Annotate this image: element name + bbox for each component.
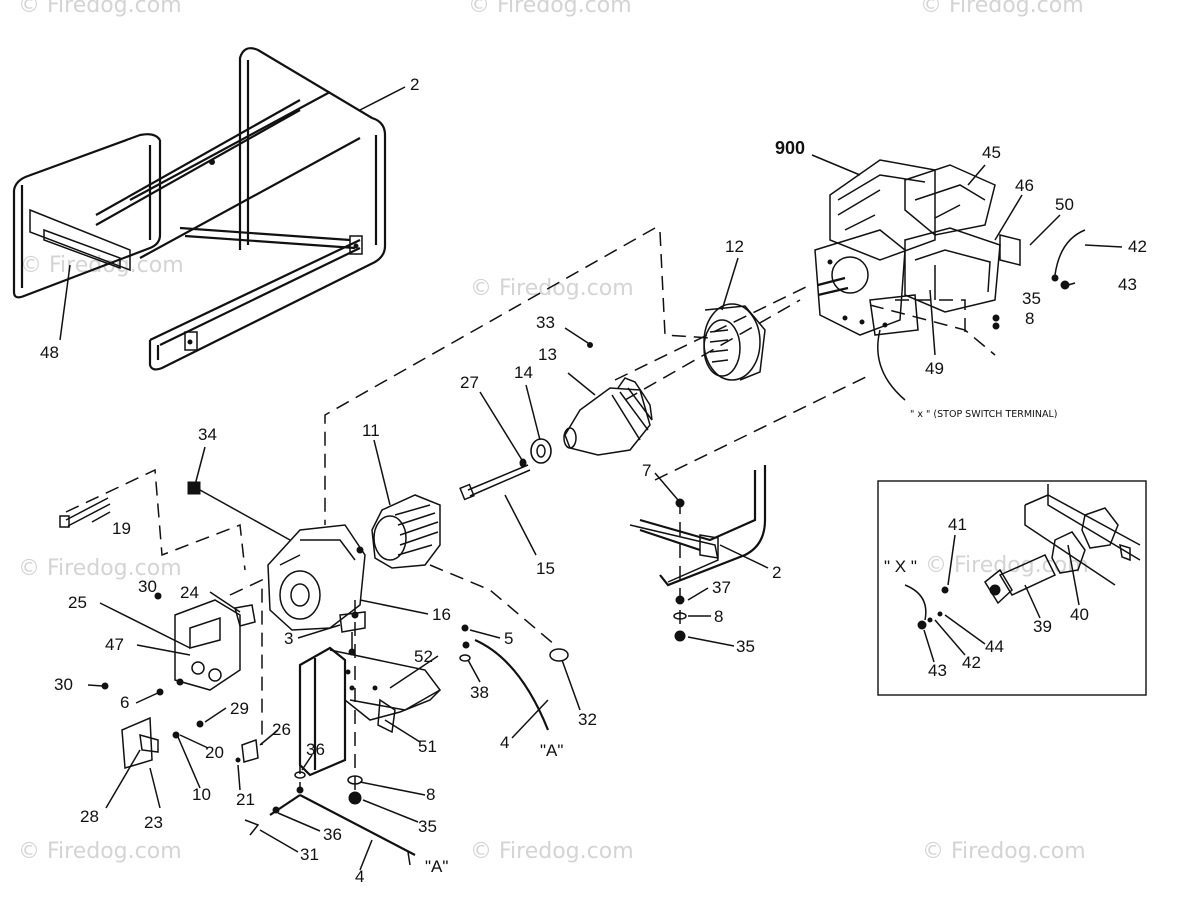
watermark: © Firedog.com <box>18 839 182 864</box>
callout-2-frame: 2 <box>410 75 419 94</box>
watermark: © Firedog.com <box>470 276 634 301</box>
watermark: © Firedog.com <box>470 839 634 864</box>
cradle-51 <box>298 646 442 777</box>
callout-21: 21 <box>236 790 255 809</box>
callout-2-bottom: 2 <box>772 563 781 582</box>
callout-44: 44 <box>985 637 1004 656</box>
callout-49: 49 <box>925 359 944 378</box>
callout-4-upper: 4 <box>500 733 509 752</box>
callout-41: 41 <box>948 515 967 534</box>
callout-42: 42 <box>1128 237 1147 256</box>
wire-4-lower <box>244 794 416 866</box>
outlet-24 <box>234 604 256 627</box>
callout-47: 47 <box>105 635 124 654</box>
callout-39: 39 <box>1033 617 1052 636</box>
callout-10: 10 <box>192 785 211 804</box>
alignment-lines <box>65 227 996 790</box>
callout-33: 33 <box>536 313 555 332</box>
watermark-layer: © Firedog.com © Firedog.com © Firedog.co… <box>18 0 1089 864</box>
engine-900 <box>814 159 1086 401</box>
callout-38: 38 <box>470 683 489 702</box>
plug-32 <box>549 648 569 662</box>
stator-11 <box>371 494 441 569</box>
inset-labels: 41 " X " 40 39 44 43 42 <box>884 515 1089 680</box>
bracket-26 <box>235 738 259 763</box>
bracket-3 <box>339 611 366 656</box>
ref-a-upper: "A" <box>540 741 563 760</box>
stop-switch-terminal-note: " x " (STOP SWITCH TERMINAL) <box>910 409 1057 420</box>
callout-8-low: 8 <box>426 785 435 804</box>
callout-35-mid: 35 <box>736 637 755 656</box>
callout-35-low: 35 <box>418 817 437 836</box>
frame-bottom-2 <box>629 465 767 642</box>
engine-adapter-12 <box>703 303 766 381</box>
x-marker: " X " <box>884 557 917 576</box>
receptacle-23 <box>121 716 204 769</box>
callout-6: 6 <box>120 693 129 712</box>
watermark: © Firedog.com <box>18 556 182 581</box>
callout-40: 40 <box>1070 605 1089 624</box>
frame-assembly-2 <box>12 47 387 371</box>
callout-32: 32 <box>578 710 597 729</box>
callout-52: 52 <box>414 647 433 666</box>
callout-11: 11 <box>362 421 380 440</box>
callout-28: 28 <box>80 807 99 826</box>
callout-15: 15 <box>536 559 555 578</box>
watermark: © Firedog.com <box>922 839 1086 864</box>
callout-12: 12 <box>725 237 744 256</box>
callout-4-lower: 4 <box>355 867 364 886</box>
callout-31: 31 <box>300 845 319 864</box>
lower-hardware <box>294 771 363 805</box>
end-bell-16 <box>267 524 366 631</box>
callout-36-lower: 36 <box>323 825 342 844</box>
callout-51: 51 <box>418 737 437 756</box>
callout-26: 26 <box>272 720 291 739</box>
callout-34: 34 <box>198 425 217 444</box>
callout-27: 27 <box>460 373 479 392</box>
callout-25: 25 <box>68 593 87 612</box>
callout-29: 29 <box>230 699 249 718</box>
callout-50: 50 <box>1055 195 1074 214</box>
callout-48: 48 <box>40 343 59 362</box>
bearing-14 <box>519 438 552 468</box>
callout-46: 46 <box>1015 176 1034 195</box>
callout-16: 16 <box>432 605 451 624</box>
callout-900: 900 <box>775 138 805 158</box>
through-bolt-15 <box>459 464 531 501</box>
grommet-34 <box>187 481 291 541</box>
callout-24: 24 <box>180 583 199 602</box>
callout-36-upper: 36 <box>306 740 325 759</box>
callout-5: 5 <box>504 629 513 648</box>
callout-43: 43 <box>1118 275 1137 294</box>
callout-35-top: 35 <box>1022 289 1041 308</box>
bolt-19 <box>59 497 111 528</box>
ref-a-lower: "A" <box>425 857 448 876</box>
rotor-13 <box>563 342 653 456</box>
callout-37: 37 <box>712 578 731 597</box>
watermark: © Firedog.com <box>468 0 632 18</box>
wire-4-upper <box>459 624 550 731</box>
callout-45: 45 <box>982 143 1001 162</box>
callout-42-inset: 42 <box>962 653 981 672</box>
stop-switch-inset <box>877 480 1147 696</box>
leader-lines <box>59 86 1123 871</box>
callout-13: 13 <box>538 345 557 364</box>
callout-7: 7 <box>642 461 651 480</box>
callout-30-left: 30 <box>54 675 73 694</box>
callout-3: 3 <box>284 629 293 648</box>
callout-14: 14 <box>514 363 533 382</box>
callout-8-mid: 8 <box>714 607 723 626</box>
control-panel-25 <box>101 592 241 696</box>
callout-19: 19 <box>112 519 131 538</box>
watermark: © Firedog.com <box>920 0 1084 18</box>
callout-30-top: 30 <box>138 577 157 596</box>
callout-20: 20 <box>205 743 224 762</box>
watermark: © Firedog.com <box>18 0 182 18</box>
callout-43-inset: 43 <box>928 661 947 680</box>
callout-labels: 2 48 900 45 46 50 42 43 35 8 49 12 33 13… <box>40 75 1147 886</box>
callout-23: 23 <box>144 813 163 832</box>
callout-8-top: 8 <box>1025 309 1034 328</box>
